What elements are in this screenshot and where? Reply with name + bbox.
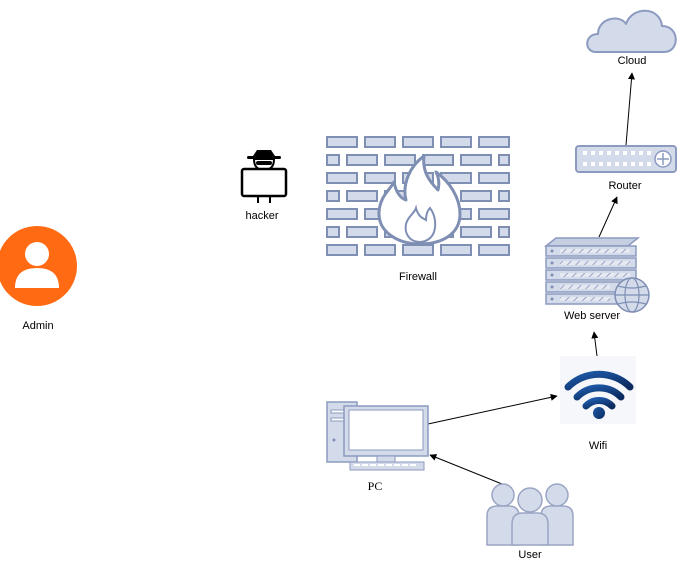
firewall-label: Firewall — [399, 271, 437, 283]
firewall-icon — [326, 136, 510, 256]
cloud-icon — [586, 9, 677, 53]
edge-pc-wifi — [427, 393, 558, 425]
edge-router-cloud — [625, 72, 635, 146]
edge-wifi-webserver — [591, 331, 599, 357]
router-label: Router — [608, 180, 642, 192]
user-circle-icon — [0, 226, 77, 306]
wifi-icon — [560, 356, 636, 424]
hacker-label: hacker — [245, 210, 279, 222]
web-server-label: Web server — [563, 310, 621, 322]
router-icon — [575, 145, 677, 173]
admin-label: Admin — [22, 320, 54, 332]
pc-label: PC — [367, 479, 383, 493]
cloud-label: Cloud — [617, 55, 647, 67]
pc-icon — [326, 401, 429, 471]
edge-user-pc — [429, 454, 513, 489]
server-icon — [543, 237, 650, 313]
hacker-icon — [240, 150, 288, 203]
users-icon — [486, 483, 574, 546]
user-label: User — [518, 549, 542, 561]
connections — [427, 72, 635, 489]
wifi-label: Wifi — [588, 440, 608, 452]
edge-webserver-router — [598, 196, 618, 238]
